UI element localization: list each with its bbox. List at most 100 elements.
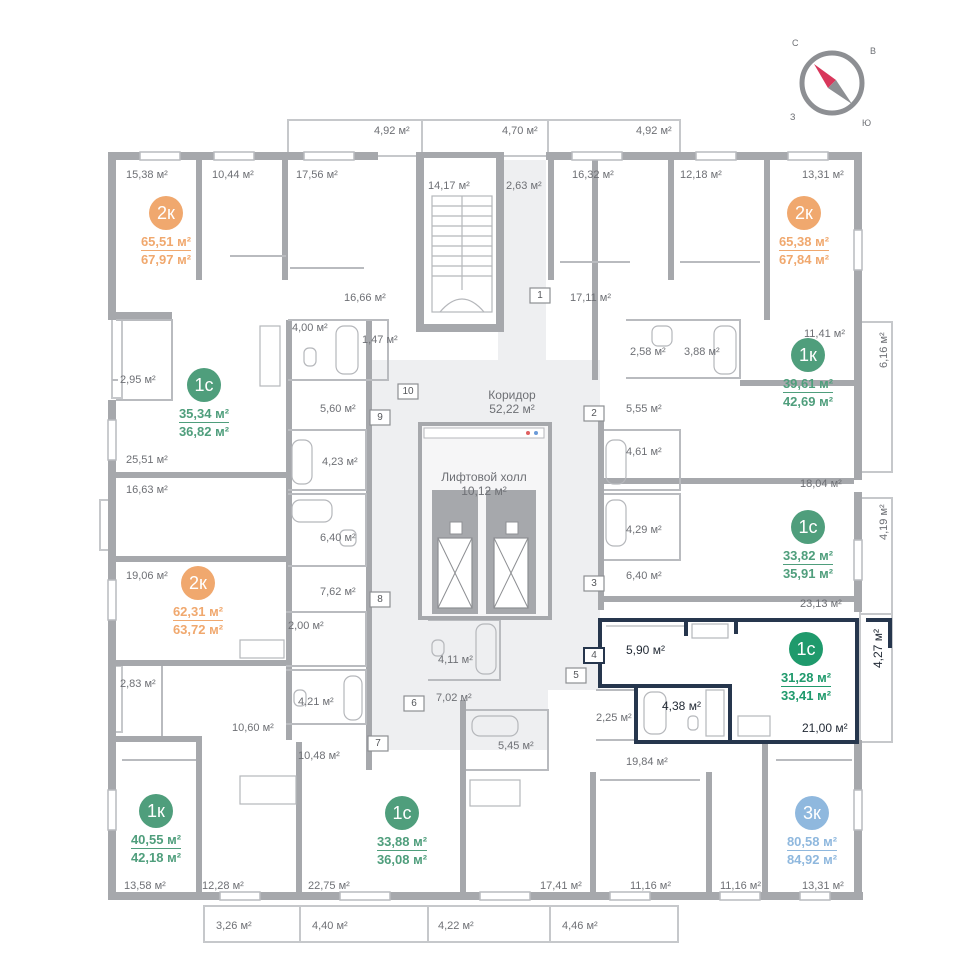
room-area: 4,23 м² [322,456,358,468]
door-number-5: 5 [573,670,579,681]
door-number-8: 8 [377,594,383,605]
room-area: 13,58 м² [124,880,166,892]
apartment-total-area: 67,84 м² [778,250,830,267]
room-area: 4,21 м² [298,696,334,708]
room-area: 2,95 м² [120,374,156,386]
room-area: 2,83 м² [120,678,156,690]
room-area: 25,51 м² [126,454,168,466]
apartment-e-1c[interactable]: 1с 33,82 м² 35,91 м² [763,510,853,583]
room-area: 1,47 м² [362,334,398,346]
apartment-s-1c[interactable]: 1с 33,88 м² 36,08 м² [357,796,447,869]
room-area: 16,63 м² [126,484,168,496]
room-area: 6,40 м² [320,532,356,544]
windows [107,151,863,901]
apartment-total-area: 42,18 м² [130,848,182,865]
room-area: 19,06 м² [126,570,168,582]
room-area: 11,16 м² [630,880,671,892]
apartment-living-area: 80,58 м² [786,834,838,849]
apartment-living-area: 31,28 м² [780,670,832,685]
selected-balcony-area: 4,27 м² [871,629,885,668]
apartment-se-3k[interactable]: 3к 80,58 м² 84,92 м² [767,796,857,869]
apartment-type-badge: 2к [149,196,183,230]
door-number-3: 3 [591,578,597,589]
room-area: 7,62 м² [320,586,356,598]
door-number-boxes [367,287,605,752]
apartment-living-area: 65,38 м² [778,234,830,249]
room-area: 2,00 м² [288,620,324,632]
room-area: 13,31 м² [802,880,844,892]
apartment-total-area: 35,91 м² [782,564,834,581]
apartment-total-area: 36,08 м² [376,850,428,867]
balcony-area: 3,26 м² [216,920,252,932]
apartment-living-area: 62,31 м² [172,604,224,619]
room-area: 22,75 м² [308,880,350,892]
room-area: 4,29 м² [626,524,662,536]
room-area: 10,48 м² [298,750,340,762]
apartment-living-area: 33,88 м² [376,834,428,849]
apartment-w-2k[interactable]: 2к 62,31 м² 63,72 м² [153,566,243,639]
inner-walls [110,160,854,892]
lift-hall-area: 10,12 м² [461,484,507,498]
room-area: 15,38 м² [126,169,168,181]
apartment-e-1k[interactable]: 1к 39,61 м² 42,69 м² [763,338,853,411]
room-area: 4,61 м² [626,446,662,458]
selected-room-area: 4,38 м² [662,699,701,713]
apartment-nw-2k[interactable]: 2к 65,51 м² 67,97 м² [121,196,211,269]
apartment-living-area: 65,51 м² [140,234,192,249]
room-area: 17,11 м² [570,292,611,304]
selected-room-area: 21,00 м² [802,721,848,735]
apartment-ne-2k[interactable]: 2к 65,38 м² 67,84 м² [759,196,849,269]
room-area: 16,32 м² [572,169,614,181]
door-number-2: 2 [591,408,597,419]
room-area: 17,41 м² [540,880,582,892]
apartment-sw-1k[interactable]: 1к 40,55 м² 42,18 м² [111,794,201,867]
room-area: 6,40 м² [626,570,662,582]
door-number-4: 4 [591,650,597,661]
compass-north: С [792,38,799,48]
lift-hall-name: Лифтовой холл [441,470,527,484]
room-area: 12,18 м² [680,169,722,181]
room-area: 4,92 м² [374,125,410,137]
compass-west: З [790,112,796,122]
selected-room-area: 5,90 м² [626,643,665,657]
room-area: 23,13 м² [800,598,842,610]
apartment-total-area: 42,69 м² [782,392,834,409]
door-number-7: 7 [375,738,381,749]
room-area: 2,58 м² [630,346,666,358]
balcony-area: 6,16 м² [878,332,890,368]
room-area: 11,16 м² [720,880,761,892]
room-area: 3,88 м² [684,346,720,358]
apartment-type-badge: 1с [187,368,221,402]
room-area: 13,31 м² [802,169,844,181]
apartment-total-area: 63,72 м² [172,620,224,637]
apartment-type-badge: 2к [181,566,215,600]
room-area: 7,02 м² [436,692,472,704]
compass-south: Ю [862,118,872,128]
apartment-total-area: 36,82 м² [178,422,230,439]
apartment-living-area: 33,82 м² [782,548,834,563]
apartment-type-badge: 1к [139,794,173,828]
apartment-living-area: 35,34 м² [178,406,230,421]
door-number-1: 1 [537,290,543,301]
apartment-w-1c-top[interactable]: 1с 35,34 м² 36,82 м² [159,368,249,441]
apartment-total-area: 84,92 м² [786,850,838,867]
apartment-type-badge: 1к [791,338,825,372]
room-area: 10,60 м² [232,722,274,734]
room-area: 5,45 м² [498,740,534,752]
door-number-9: 9 [377,412,383,423]
apartment-selected-1c[interactable]: 1с 31,28 м² 33,41 м² [761,632,851,705]
apartment-type-badge: 1с [385,796,419,830]
corridor-label: Коридор 52,22 м² [488,388,535,416]
compass-east: В [870,46,877,56]
room-area: 12,28 м² [202,880,244,892]
room-area: 4,70 м² [502,125,538,137]
room-area: 2,63 м² [506,180,542,192]
staircase [431,195,493,313]
apartment-type-badge: 1с [791,510,825,544]
room-area: 4,11 м² [438,654,473,666]
common-area [372,160,600,750]
balcony-area: 4,22 м² [438,920,474,932]
corridor-name: Коридор [488,388,536,402]
compass [799,50,865,116]
